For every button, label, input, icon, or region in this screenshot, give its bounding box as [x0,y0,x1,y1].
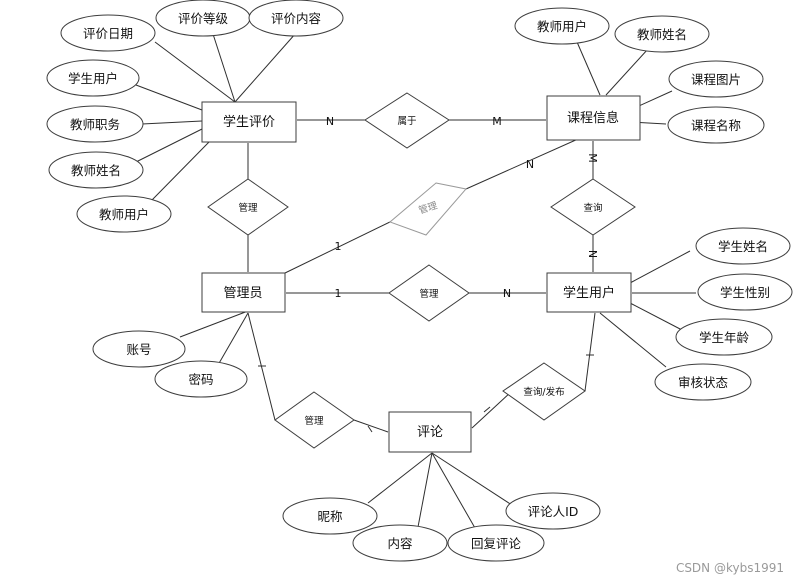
svg-text:教师职务: 教师职务 [70,117,120,132]
cardinality-belongs-course: M [492,115,502,128]
svg-text:昵称: 昵称 [317,509,342,524]
attribute-reply-comment: 回复评论 [447,524,545,562]
relationship-label: 查询 [583,202,602,214]
svg-text:教师姓名: 教师姓名 [71,163,121,178]
svg-text:评价日期: 评价日期 [83,26,133,41]
svg-text:评价等级: 评价等级 [178,11,229,26]
relationship-manage-course: 管理 [389,182,467,236]
relationship-query-publish: 查询/发布 [502,362,586,421]
relationship-label: 属于 [397,116,416,127]
entity-comment: 评论 [388,411,472,453]
relationship-query: 查询 [550,178,636,236]
connector-lines [135,32,696,529]
relationship-label: 管理 [417,199,439,216]
attribute-review-date: 评价日期 [60,14,156,52]
attribute-course-name: 课程名称 [667,106,765,144]
svg-text:密码: 密码 [188,372,213,387]
tick-marks [258,354,594,433]
svg-text:学生性别: 学生性别 [720,285,770,300]
attribute-audit-status: 审核状态 [654,363,752,401]
attribute-student-name: 学生姓名 [695,227,791,265]
svg-text:学生姓名: 学生姓名 [718,239,768,254]
svg-text:审核状态: 审核状态 [678,375,728,390]
relationship-label: 查询/发布 [523,386,564,398]
attribute-review-teacher-user: 教师用户 [76,195,172,233]
attribute-student-age: 学生年龄 [675,318,773,356]
attribute-course-image: 课程图片 [668,60,764,98]
svg-text:教师用户: 教师用户 [537,19,587,34]
cardinality-query-student: N [586,250,599,258]
cardinality-admin-student-one: 1 [335,287,342,300]
entity-label: 学生用户 [563,285,615,301]
cardinality-admin-student-n: N [503,287,511,300]
relationship-manage-comment: 管理 [274,391,355,449]
svg-text:学生年龄: 学生年龄 [699,330,750,345]
entity-label: 评论 [417,425,443,440]
relationship-label: 管理 [419,288,439,300]
attribute-review-level: 评价等级 [155,0,251,37]
attribute-content: 内容 [352,524,448,562]
svg-text:教师用户: 教师用户 [99,207,149,222]
attribute-review-student-user: 学生用户 [46,59,140,97]
attribute-nickname: 昵称 [282,497,378,535]
attribute-review-teacher-name: 教师姓名 [48,151,144,189]
relationship-label: 管理 [304,415,324,427]
entity-student-review: 学生评价 [201,101,297,143]
attribute-password: 密码 [154,360,248,398]
attribute-commenter-id: 评论人ID [505,492,601,530]
cardinality-review-belongs: N [326,115,334,128]
entity-label: 学生评价 [223,114,275,130]
svg-text:学生用户: 学生用户 [68,71,118,86]
svg-text:评论人ID: 评论人ID [528,504,579,519]
entity-label: 课程信息 [567,110,619,126]
entity-student-user: 学生用户 [546,272,632,313]
svg-text:课程名称: 课程名称 [691,118,741,133]
attribute-teacher-title: 教师职务 [46,105,144,143]
relationship-manage-student: 管理 [388,264,470,322]
cardinality-admin-course-one: 1 [335,240,342,253]
relationship-belongs-to: 属于 [364,92,450,149]
cardinality-labels: N M 1 N M N 1 N [326,115,599,300]
cardinality-admin-course-n: N [526,158,534,171]
relationship-label: 管理 [238,202,258,214]
svg-text:教师姓名: 教师姓名 [637,27,687,42]
watermark: CSDN @kybs1991 [676,561,784,575]
entity-label: 管理员 [223,286,262,301]
cardinality-course-query: M [586,153,599,163]
svg-text:课程图片: 课程图片 [691,72,741,87]
attribute-review-content: 评价内容 [248,0,344,37]
attribute-account: 账号 [92,330,186,368]
svg-text:回复评论: 回复评论 [471,536,522,551]
svg-text:账号: 账号 [126,342,151,357]
attribute-course-teacher-user: 教师用户 [514,7,610,45]
entity-admin: 管理员 [201,272,286,313]
attribute-course-teacher-name: 教师姓名 [614,15,710,53]
attribute-student-gender: 学生性别 [697,273,793,311]
svg-text:评价内容: 评价内容 [271,11,321,26]
entity-course-info: 课程信息 [546,95,641,141]
svg-text:内容: 内容 [387,536,412,551]
relationship-manage-review: 管理 [207,178,289,236]
